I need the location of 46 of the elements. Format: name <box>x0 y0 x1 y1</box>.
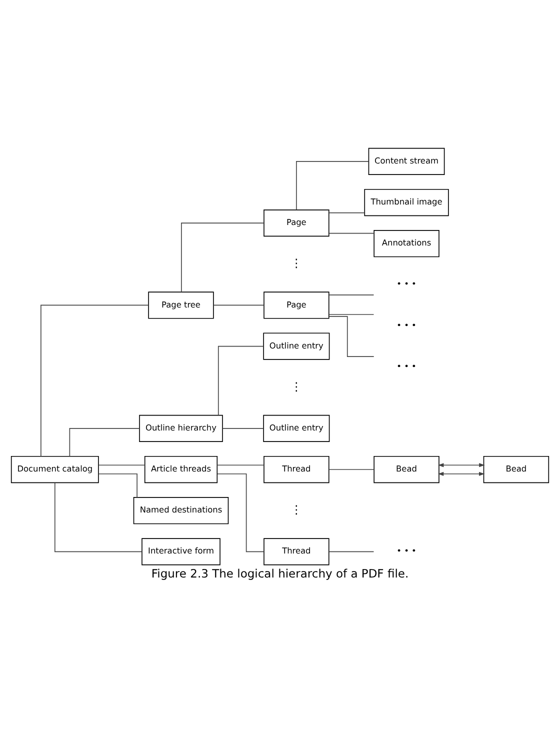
node-box: Page <box>264 292 330 319</box>
connector <box>328 314 374 315</box>
connector <box>328 212 365 214</box>
connector <box>328 294 374 296</box>
connector <box>98 473 138 498</box>
node-box: Thread <box>264 538 330 566</box>
node-box: Article threads <box>144 456 218 484</box>
node-box: Outline entry <box>263 332 330 360</box>
node-box: Bead <box>483 456 550 484</box>
connector <box>296 161 370 210</box>
node-box: Page <box>264 210 330 237</box>
arrow <box>438 472 485 476</box>
connector <box>213 304 264 306</box>
connector <box>328 316 374 357</box>
node-text: • • • <box>396 360 416 371</box>
node-box: Named destinations <box>133 497 229 524</box>
node-box: Interactive form <box>142 538 220 566</box>
connector <box>217 473 264 552</box>
connector <box>54 482 142 552</box>
node-text: • • • <box>396 546 416 556</box>
node-box: Annotations <box>374 230 440 258</box>
connector <box>328 232 374 234</box>
connector <box>218 346 264 416</box>
connector <box>216 464 264 466</box>
connector <box>98 464 146 466</box>
node-box: Thread <box>264 456 330 484</box>
node-text: • • • <box>396 320 416 330</box>
label: ⋮ <box>290 256 302 270</box>
node-box: Outline hierarchy <box>139 414 223 442</box>
node-box: Document catalog <box>10 456 99 484</box>
node-box: Bead <box>374 456 440 484</box>
connector <box>181 222 264 292</box>
connector <box>222 428 264 429</box>
connector <box>40 304 149 457</box>
node-box: Content stream <box>368 148 445 175</box>
connector <box>328 469 374 470</box>
connector <box>328 551 374 552</box>
node-box: Page tree <box>148 292 214 319</box>
arrow <box>438 463 485 468</box>
node-box: Outline entry <box>263 414 330 442</box>
connector <box>69 428 140 457</box>
node-text: • • • <box>396 278 416 289</box>
caption: Figure 2.3 The logical hierarchy of a PDF file. <box>151 566 409 580</box>
label: ⋮ <box>290 379 302 394</box>
node-box: Thumbnail image <box>364 188 449 216</box>
label: ⋮ <box>290 502 302 517</box>
